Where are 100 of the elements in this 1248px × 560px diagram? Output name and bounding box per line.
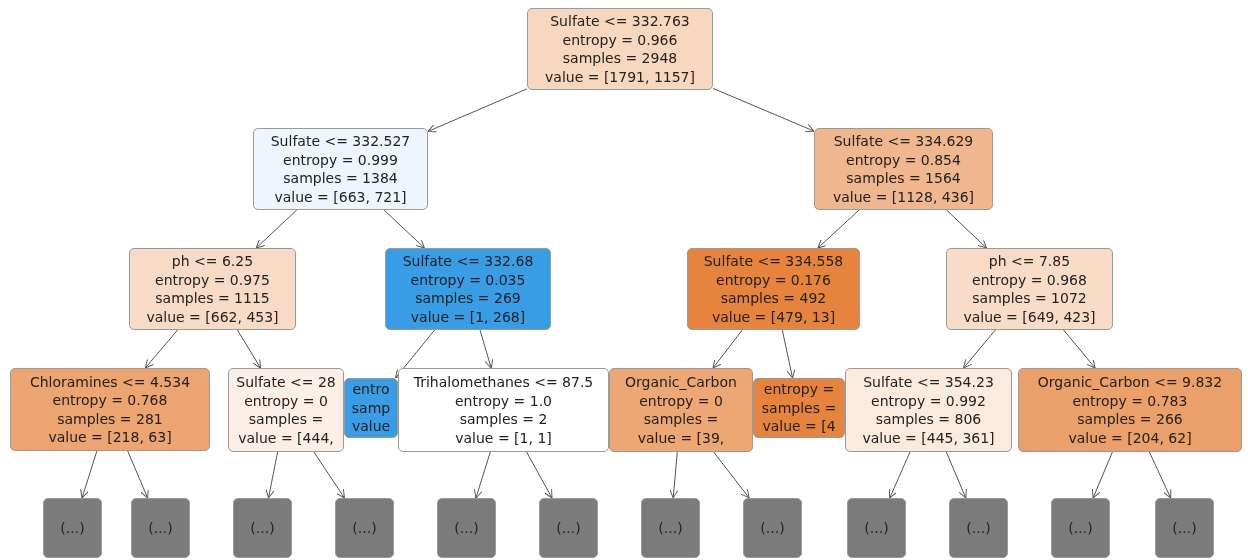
node-stat: entropy = <box>763 380 835 399</box>
tree-node <box>253 128 428 210</box>
node-stat: entropy = 0 <box>244 391 328 410</box>
arrow <box>712 329 743 369</box>
node-stat: samples = 492 <box>720 289 827 308</box>
node-stat: entropy = 0.176 <box>716 270 831 289</box>
arrow <box>945 451 967 499</box>
node-stat: value = [649, 423] <box>963 307 1096 326</box>
tree-node <box>10 368 210 451</box>
collapsed-label: (...) <box>966 518 991 538</box>
split-condition: Sulfate <= 354.23 <box>863 373 994 392</box>
node-stat: samples = 269 <box>415 289 521 308</box>
tree-node <box>527 8 713 90</box>
node-stat: value <box>351 417 391 436</box>
tree-node <box>687 248 860 330</box>
arrow <box>1092 451 1113 499</box>
arrow <box>236 329 261 369</box>
split-condition: Chloramines <= 4.534 <box>29 372 191 391</box>
split-condition: Sulfate <= 332.68 <box>402 252 534 271</box>
node-stat: entropy = 0.968 <box>972 270 1087 289</box>
node-stat: samples = 1384 <box>283 169 398 188</box>
split-condition: Sulfate <= 334.558 <box>703 252 844 271</box>
arrow <box>255 209 298 249</box>
node-stat: value = [4 <box>762 417 836 436</box>
arrow <box>395 329 436 379</box>
tree-node <box>385 248 551 330</box>
node-stat: samples = <box>761 398 837 418</box>
collapsed-node <box>1051 498 1110 558</box>
arrow <box>1063 329 1096 369</box>
node-stat: entropy = 0.999 <box>283 150 398 169</box>
tree-node <box>129 248 296 330</box>
node-stat: samples = 1564 <box>846 169 961 188</box>
node-stat: value = [663, 721] <box>274 187 407 206</box>
collapsed-label: (...) <box>1172 518 1197 538</box>
collapsed-label: (...) <box>454 518 479 538</box>
arrow <box>946 209 987 249</box>
node-stat: value = [662, 453] <box>146 307 279 326</box>
arrow <box>265 451 279 499</box>
node-stat: samples = 1072 <box>972 289 1087 308</box>
node-stat: value = [204, 62] <box>1068 428 1192 447</box>
collapsed-node <box>43 498 102 558</box>
split-condition: Sulfate <= 28 <box>236 373 336 392</box>
tree-node <box>1018 368 1242 452</box>
node-stat: entropy = 0.035 <box>410 270 526 289</box>
collapsed-label: (...) <box>864 518 889 538</box>
collapsed-label: (...) <box>352 518 377 538</box>
collapsed-label: (...) <box>60 518 85 538</box>
node-stat: samples = 2948 <box>562 49 678 68</box>
collapsed-label: (...) <box>250 518 275 538</box>
arrow <box>712 87 815 133</box>
node-stat: value = [218, 63] <box>48 428 172 447</box>
split-condition: ph <= 7.85 <box>988 252 1071 271</box>
split-condition: Sulfate <= 332.763 <box>550 12 690 31</box>
node-stat: samples = <box>248 410 324 429</box>
node-stat: samples = 281 <box>57 409 163 428</box>
tree-node <box>344 378 398 438</box>
node-stat: entropy = 0 <box>639 391 723 410</box>
collapsed-node <box>131 498 190 558</box>
node-stat: entropy = 0.966 <box>562 30 678 49</box>
arrow <box>963 329 996 369</box>
node-stat: entropy = 0.992 <box>871 391 986 410</box>
tree-node <box>814 128 993 210</box>
arrow <box>479 329 494 369</box>
node-stat: entropy = 0.768 <box>52 391 168 410</box>
tree-node <box>845 368 1012 452</box>
node-stat: samples = <box>643 410 719 429</box>
arrow <box>427 88 528 133</box>
node-stat: entropy = 0.975 <box>155 270 270 289</box>
collapsed-node <box>335 498 394 558</box>
tree-node <box>228 368 344 452</box>
node-stat: value = [479, 13] <box>711 307 836 326</box>
arrow <box>383 209 425 249</box>
split-condition: Sulfate <= 334.629 <box>833 132 974 151</box>
node-stat: samp <box>351 398 391 418</box>
node-stat: entro <box>352 380 390 399</box>
collapsed-label: (...) <box>1068 518 1093 538</box>
tree-node <box>753 378 845 438</box>
split-condition: Trihalomethanes <= 87.5 <box>413 373 594 392</box>
node-stat: entropy = 0.783 <box>1072 391 1188 410</box>
collapsed-node <box>539 498 598 558</box>
collapsed-node <box>641 498 700 558</box>
collapsed-label: (...) <box>658 518 683 538</box>
tree-node <box>398 368 609 452</box>
node-stat: entropy = 1.0 <box>454 391 553 410</box>
arrow <box>781 329 796 379</box>
node-stat: value = [39, <box>637 428 725 447</box>
collapsed-label: (...) <box>760 518 785 538</box>
collapsed-node <box>437 498 496 558</box>
arrow <box>888 451 911 499</box>
node-stat: value = [1, 268] <box>410 307 526 326</box>
split-condition: Sulfate <= 332.527 <box>270 132 411 151</box>
node-stat: samples = 806 <box>875 410 982 429</box>
node-stat: value = [1, 1] <box>455 428 552 447</box>
collapsed-node <box>233 498 292 558</box>
collapsed-node <box>1155 498 1214 558</box>
arrow <box>80 450 98 499</box>
node-stat: samples = 1115 <box>155 289 270 308</box>
arrow <box>526 451 553 499</box>
collapsed-label: (...) <box>148 518 173 538</box>
collapsed-label: (...) <box>556 518 581 538</box>
